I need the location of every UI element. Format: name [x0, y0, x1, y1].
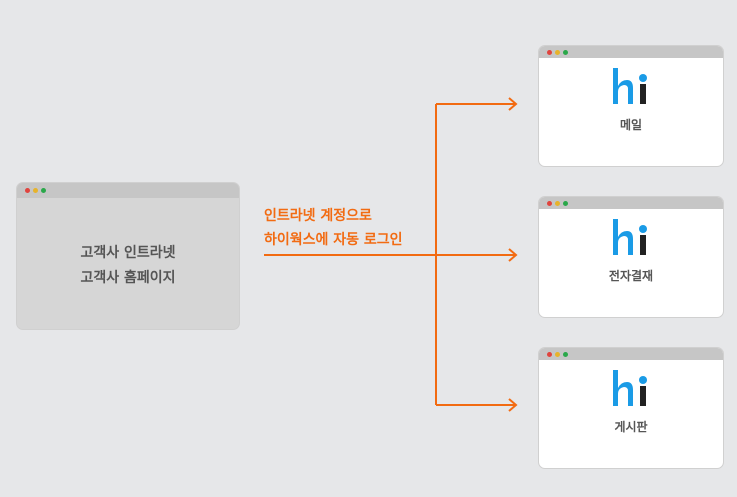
maximize-dot-icon [563, 50, 568, 55]
caption-line: 인트라넷 계정으로 [264, 208, 372, 224]
hiworks-logo-icon [539, 366, 723, 412]
minimize-dot-icon [33, 188, 38, 193]
source-window: 고객사 인트라넷 고객사 홈페이지 [16, 182, 240, 330]
source-line: 고객사 홈페이지 [80, 270, 176, 286]
minimize-dot-icon [555, 352, 560, 357]
source-line: 고객사 인트라넷 [80, 245, 176, 261]
close-dot-icon [25, 188, 30, 193]
caption-line: 하이웍스에 자동 로그인 [264, 232, 403, 248]
close-dot-icon [547, 50, 552, 55]
close-dot-icon [547, 201, 552, 206]
board-window: 게시판 [538, 347, 724, 469]
mail-window: 메일 [538, 45, 724, 167]
service-label: 전자결재 [608, 269, 654, 283]
minimize-dot-icon [555, 50, 560, 55]
maximize-dot-icon [563, 201, 568, 206]
service-label: 메일 [619, 118, 643, 132]
maximize-dot-icon [563, 352, 568, 357]
approval-window: 전자결재 [538, 196, 724, 318]
window-titlebar [539, 197, 723, 209]
maximize-dot-icon [41, 188, 46, 193]
hiworks-logo-icon [539, 64, 723, 110]
hiworks-logo-icon [539, 215, 723, 261]
arrowhead-icon [508, 398, 518, 412]
minimize-dot-icon [555, 201, 560, 206]
flow-caption: 인트라넷 계정으로 하이웍스에 자동 로그인 [264, 204, 403, 252]
window-titlebar [17, 183, 239, 198]
source-label: 고객사 인트라넷 고객사 홈페이지 [17, 241, 239, 291]
service-label: 게시판 [614, 420, 648, 434]
arrowhead-icon [508, 248, 518, 262]
close-dot-icon [547, 352, 552, 357]
window-titlebar [539, 46, 723, 58]
arrowhead-icon [508, 97, 518, 111]
window-titlebar [539, 348, 723, 360]
